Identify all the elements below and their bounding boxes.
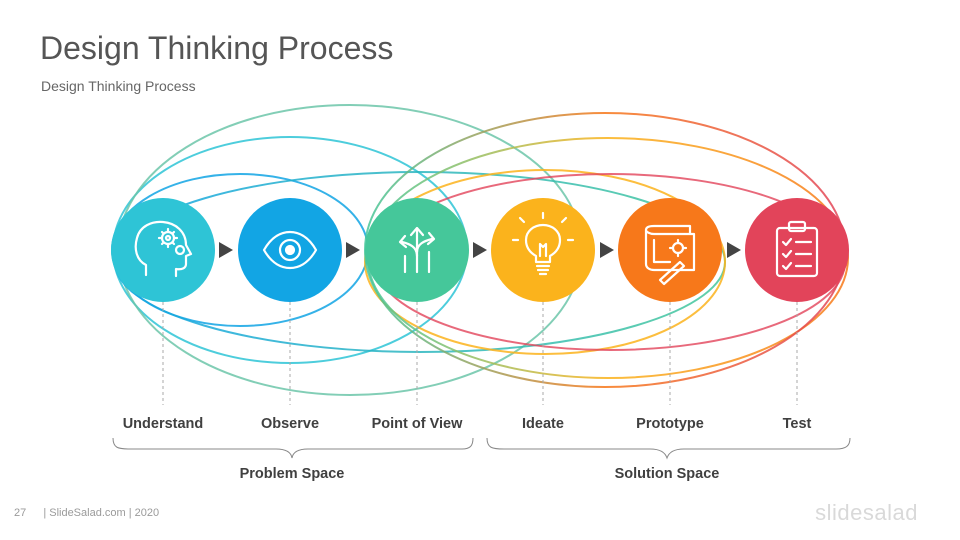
space-braces — [112, 437, 851, 460]
head-gears-icon — [134, 220, 193, 278]
arrow-icon — [727, 242, 741, 258]
arrow-icon — [219, 242, 233, 258]
step-label-ideate: Ideate — [522, 416, 564, 432]
brand-logo: slidesalad — [815, 500, 918, 525]
arrow-icon — [346, 242, 360, 258]
step-circle-ideate — [491, 198, 595, 302]
solution-space-label: Solution Space — [614, 466, 720, 482]
step-circle-understand — [111, 198, 215, 302]
footer-credit: | SlideSalad.com | 2020 — [43, 507, 160, 519]
step-label-observe: Observe — [260, 416, 320, 432]
clipboard-checklist-icon — [775, 220, 819, 278]
direction-arrows-icon — [398, 226, 436, 274]
page-number: 27 — [14, 507, 27, 519]
leader-lines — [162, 302, 798, 405]
blueprint-icon — [644, 224, 696, 286]
step-label-prototype: Prototype — [636, 416, 704, 432]
solution-space-brace — [486, 437, 851, 460]
step-arrows — [219, 242, 741, 258]
lightbulb-icon — [511, 211, 575, 276]
problem-space-label: Problem Space — [239, 466, 345, 482]
step-circle-test — [745, 198, 849, 302]
step-circle-prototype — [618, 198, 722, 302]
arrow-icon — [473, 242, 487, 258]
footer: 27 | SlideSalad.com | 2020 — [14, 507, 159, 519]
step-label-understand: Understand — [122, 416, 204, 432]
arrow-icon — [600, 242, 614, 258]
step-label-test: Test — [782, 416, 812, 432]
eye-icon — [262, 230, 318, 270]
slide-subtitle: Design Thinking Process — [41, 78, 196, 94]
problem-space-brace — [112, 437, 474, 459]
step-label-point-of-view: Point of View — [371, 416, 463, 432]
slide-title: Design Thinking Process — [40, 30, 394, 66]
